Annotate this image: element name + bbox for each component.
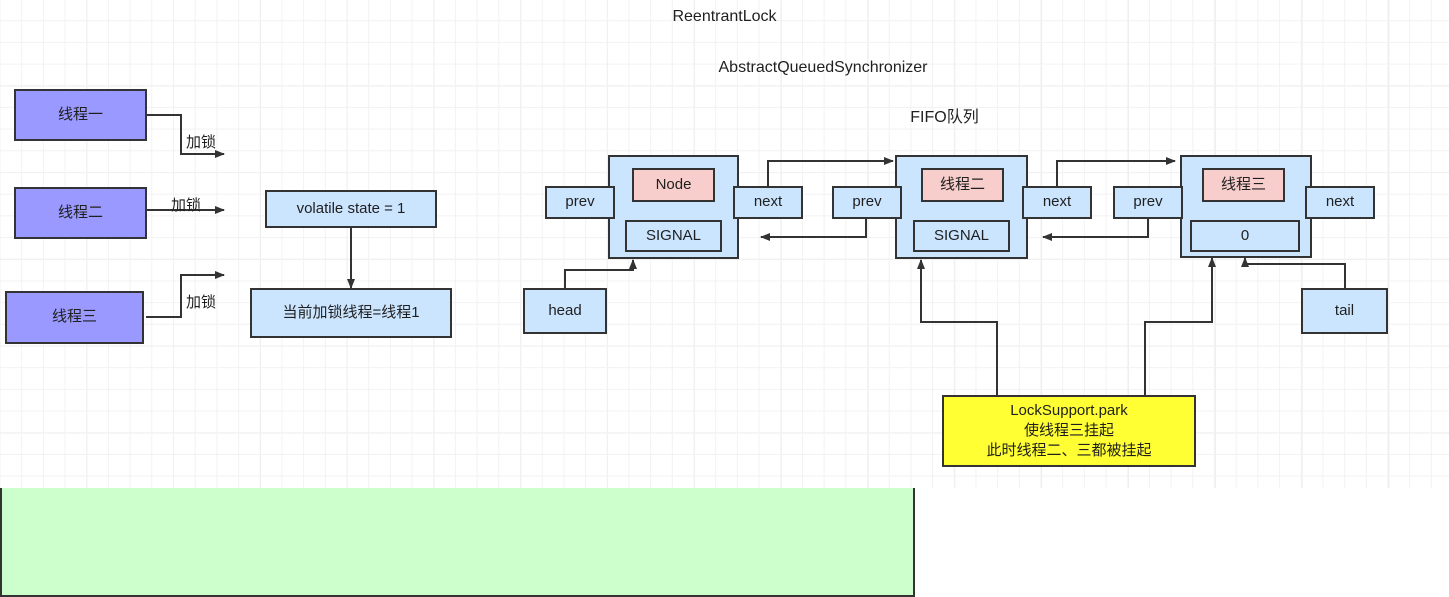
node-2-waitstatus: SIGNAL: [913, 220, 1010, 252]
fifo-title: FIFO队列: [910, 109, 979, 126]
node-3-next: next: [1305, 186, 1375, 219]
aqs-title: AbstractQueuedSynchronizer: [718, 59, 928, 76]
thread-box-2[interactable]: 线程二: [14, 187, 147, 239]
annotation-line-2: 使线程三挂起: [1023, 422, 1114, 440]
node-1-next: next: [733, 186, 803, 219]
node-1-payload: Node: [632, 168, 715, 202]
thread-box-1[interactable]: 线程一: [14, 89, 147, 141]
annotation-line-1: LockSupport.park: [1010, 402, 1128, 420]
node-3-prev: prev: [1113, 186, 1183, 219]
node-3-waitstatus: 0: [1190, 220, 1300, 252]
volatile-state-box: volatile state = 1: [265, 190, 437, 228]
node-3-payload: 线程三: [1202, 168, 1285, 202]
edge-label-lock-2: 加锁: [171, 197, 202, 214]
edge-label-lock-3: 加锁: [186, 294, 217, 311]
current-owner-thread-box: 当前加锁线程=线程1: [250, 288, 452, 338]
node-2-payload: 线程二: [921, 168, 1004, 202]
node-2-prev: prev: [832, 186, 902, 219]
head-pointer-box: head: [523, 288, 607, 334]
node-1-prev: prev: [545, 186, 615, 219]
edge-label-lock-1: 加锁: [186, 134, 217, 151]
node-1-waitstatus: SIGNAL: [625, 220, 722, 252]
annotation-line-3: 此时线程二、三都被挂起: [986, 441, 1152, 459]
thread-box-3[interactable]: 线程三: [5, 291, 144, 344]
page-title: ReentrantLock: [672, 8, 777, 25]
locksupport-park-annotation: LockSupport.park 使线程三挂起 此时线程二、三都被挂起: [942, 395, 1196, 467]
tail-pointer-box: tail: [1301, 288, 1388, 334]
node-2-next: next: [1022, 186, 1092, 219]
